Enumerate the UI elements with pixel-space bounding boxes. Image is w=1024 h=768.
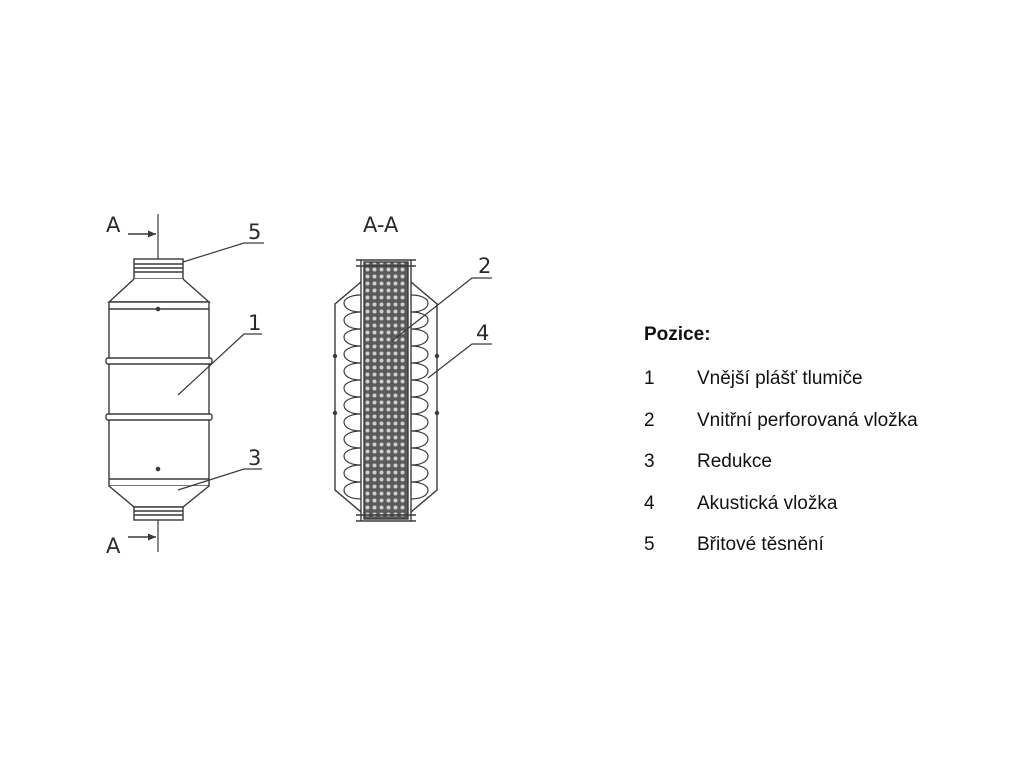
leader-4 <box>427 343 492 379</box>
legend-item: 5 Břitové těsnění <box>644 530 1004 572</box>
section-marker-bottom: A <box>106 534 121 558</box>
legend-item-label: Vnější plášť tlumiče <box>697 368 863 389</box>
legend-item-number: 3 <box>644 451 655 472</box>
callout-2: 2 <box>478 254 491 278</box>
section-view-leaders <box>391 277 492 379</box>
callout-1: 1 <box>248 311 261 335</box>
legend-item-label: Redukce <box>697 451 772 472</box>
callout-5: 5 <box>248 220 261 244</box>
outer-shell <box>108 301 210 487</box>
legend-title: Pozice: <box>644 324 711 345</box>
side-view <box>105 214 213 552</box>
legend-item-label: Břitové těsnění <box>697 534 824 555</box>
legend-item-label: Akustická vložka <box>697 492 838 514</box>
section-marker-top: A <box>106 213 121 237</box>
legend-item-number: 1 <box>644 368 655 389</box>
acoustic-insert-left <box>343 294 362 500</box>
legend-item-number: 5 <box>644 534 655 555</box>
callout-3: 3 <box>248 446 261 470</box>
acoustic-insert-right <box>410 294 429 500</box>
legend-item: 4 Akustická vložka <box>644 489 1004 531</box>
section-outer-shell <box>334 281 438 513</box>
top-collar <box>133 258 184 280</box>
callout-4: 4 <box>476 321 489 345</box>
bottom-collar <box>133 506 184 521</box>
legend-item-number: 4 <box>644 492 655 514</box>
bottom-reducer <box>108 485 210 508</box>
section-view <box>332 259 440 522</box>
legend-item: 2 Vnitřní perforovaná vložka <box>644 406 1004 448</box>
section-view-label: A-A <box>363 213 399 237</box>
perforated-inner-insert <box>363 261 409 520</box>
top-reducer <box>107 278 211 303</box>
side-view-leaders <box>177 242 264 491</box>
legend-item: 3 Redukce <box>644 447 1004 489</box>
ring-upper <box>105 357 213 365</box>
leader-3 <box>177 468 262 491</box>
leader-1 <box>177 333 262 396</box>
legend-item-label: Vnitřní perforovaná vložka <box>697 409 918 431</box>
ring-lower <box>105 413 213 421</box>
legend: Pozice: 1 Vnější plášť tlumiče 2 Vnitřní… <box>644 320 1004 572</box>
legend-item: 1 Vnější plášť tlumiče <box>644 364 1004 406</box>
legend-item-number: 2 <box>644 409 655 431</box>
leader-2 <box>391 277 492 342</box>
leader-5 <box>182 242 264 263</box>
